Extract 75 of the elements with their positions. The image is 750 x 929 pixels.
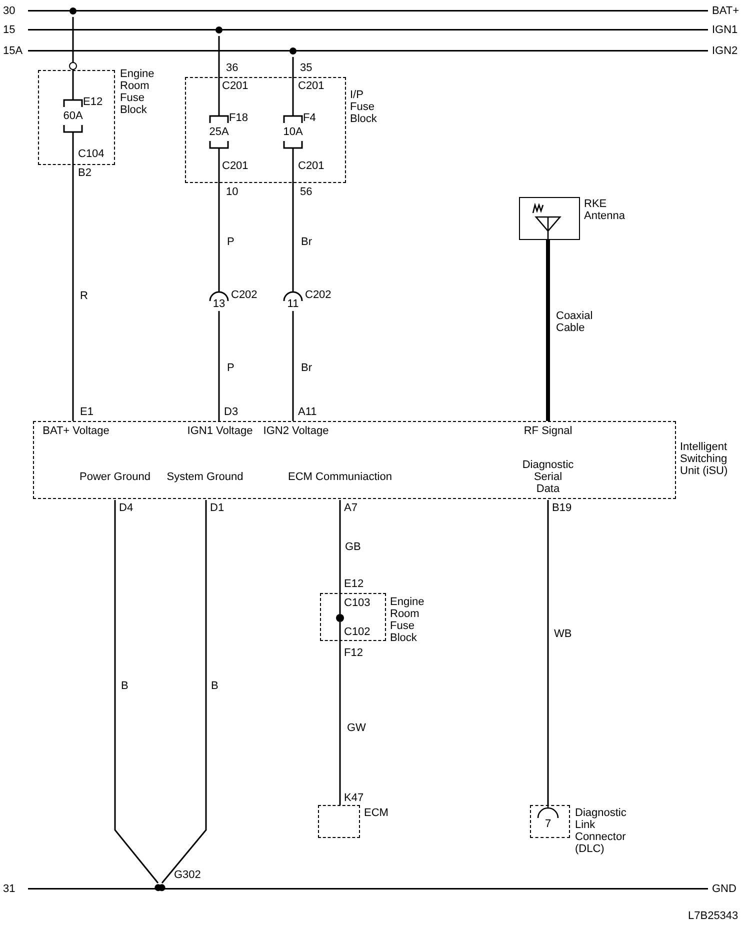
connector-name: C104 xyxy=(78,148,104,160)
pin-function-label: RF Signal xyxy=(522,425,574,437)
circuit-name: BAT+ xyxy=(712,5,740,17)
cavity-number: 13 xyxy=(212,298,226,310)
pin-function-label: IGN1 Voltage xyxy=(186,425,254,437)
wire-label: GW xyxy=(347,722,367,734)
fuse-name: E12 xyxy=(83,96,103,108)
wire xyxy=(72,136,74,421)
terminal-number: 30 xyxy=(3,5,16,17)
component-name: Intelligent Switching Unit (iSU) xyxy=(680,441,729,477)
fuse-name: F4 xyxy=(303,112,317,124)
cavity-number: 35 xyxy=(300,62,312,74)
fuse-rating: 10A xyxy=(282,126,304,138)
wire xyxy=(292,152,294,289)
cavity-number: 11 xyxy=(286,298,300,310)
connector-name: C201 xyxy=(222,80,248,92)
pin-label: A7 xyxy=(344,502,358,514)
fuse-symbol xyxy=(62,96,102,136)
pin-function-label: ECM Communiaction xyxy=(287,471,393,483)
ground-point-label: G302 xyxy=(174,869,201,881)
circuit-name: IGN1 xyxy=(712,24,739,36)
pin-function-label: Diagnostic Serial Data xyxy=(522,459,574,495)
cavity-number: 10 xyxy=(226,186,238,198)
connector-name: C102 xyxy=(344,626,370,638)
wire-label: B xyxy=(121,680,131,692)
circuit-name: IGN2 xyxy=(712,45,739,57)
pin-label: D1 xyxy=(210,502,224,514)
connector-name: C103 xyxy=(344,597,370,609)
wire xyxy=(292,311,294,421)
fuse-rating: 25A xyxy=(208,126,230,138)
wire xyxy=(218,311,220,421)
pin-label: E12 xyxy=(344,578,364,590)
pin-label: F12 xyxy=(344,647,363,659)
wire xyxy=(547,500,549,805)
wire-label: GB xyxy=(345,541,363,553)
coaxial-wire xyxy=(546,240,550,421)
terminal-number: 15A xyxy=(3,45,24,57)
connector-name: C201 xyxy=(298,160,324,172)
pin-label: K47 xyxy=(344,792,364,804)
component-name: Engine Room Fuse Block xyxy=(390,596,426,644)
component-name: Diagnostic Link Connector (DLC) xyxy=(575,807,628,855)
pin-label: B2 xyxy=(78,167,92,179)
pin-function-label: System Ground xyxy=(166,471,244,483)
connector-name: C201 xyxy=(298,80,324,92)
wire-label: WB xyxy=(554,628,574,640)
component-name: RKE Antenna xyxy=(584,198,626,222)
pin-label: D3 xyxy=(224,406,238,418)
component-name: I/P Fuse Block xyxy=(350,89,378,125)
pin-label: B19 xyxy=(552,502,572,514)
pin-function-label: Power Ground xyxy=(78,471,152,483)
component-name: ECM xyxy=(364,807,390,819)
circuit-name: GND xyxy=(712,883,738,895)
drawing-number: L7B25343 xyxy=(688,910,738,922)
cavity-number: 36 xyxy=(226,62,238,74)
pin-label: D4 xyxy=(119,502,134,514)
pin-function-label: IGN2 Voltage xyxy=(262,425,330,437)
wire xyxy=(218,152,220,289)
component-name: Engine Room Fuse Block xyxy=(120,68,156,116)
fuse-symbol xyxy=(208,112,248,152)
connector-name: C201 xyxy=(222,160,248,172)
fuse-name: F18 xyxy=(229,112,249,124)
cavity-number: 56 xyxy=(300,186,312,198)
wire xyxy=(339,500,341,614)
pin-label: E1 xyxy=(80,406,94,418)
pin-label: A11 xyxy=(298,406,317,418)
fuse-rating: 60A xyxy=(62,110,84,122)
pin-function-label: BAT+ Voltage xyxy=(42,425,110,437)
cavity-number: 7 xyxy=(544,818,552,830)
wire xyxy=(339,622,341,805)
wire-label: B xyxy=(211,680,221,692)
terminal-number: 15 xyxy=(3,24,16,36)
connector-name: C202 xyxy=(305,289,332,301)
splice-dot xyxy=(336,614,344,622)
connector-name: C202 xyxy=(231,289,258,301)
terminal-number: 31 xyxy=(3,883,16,895)
